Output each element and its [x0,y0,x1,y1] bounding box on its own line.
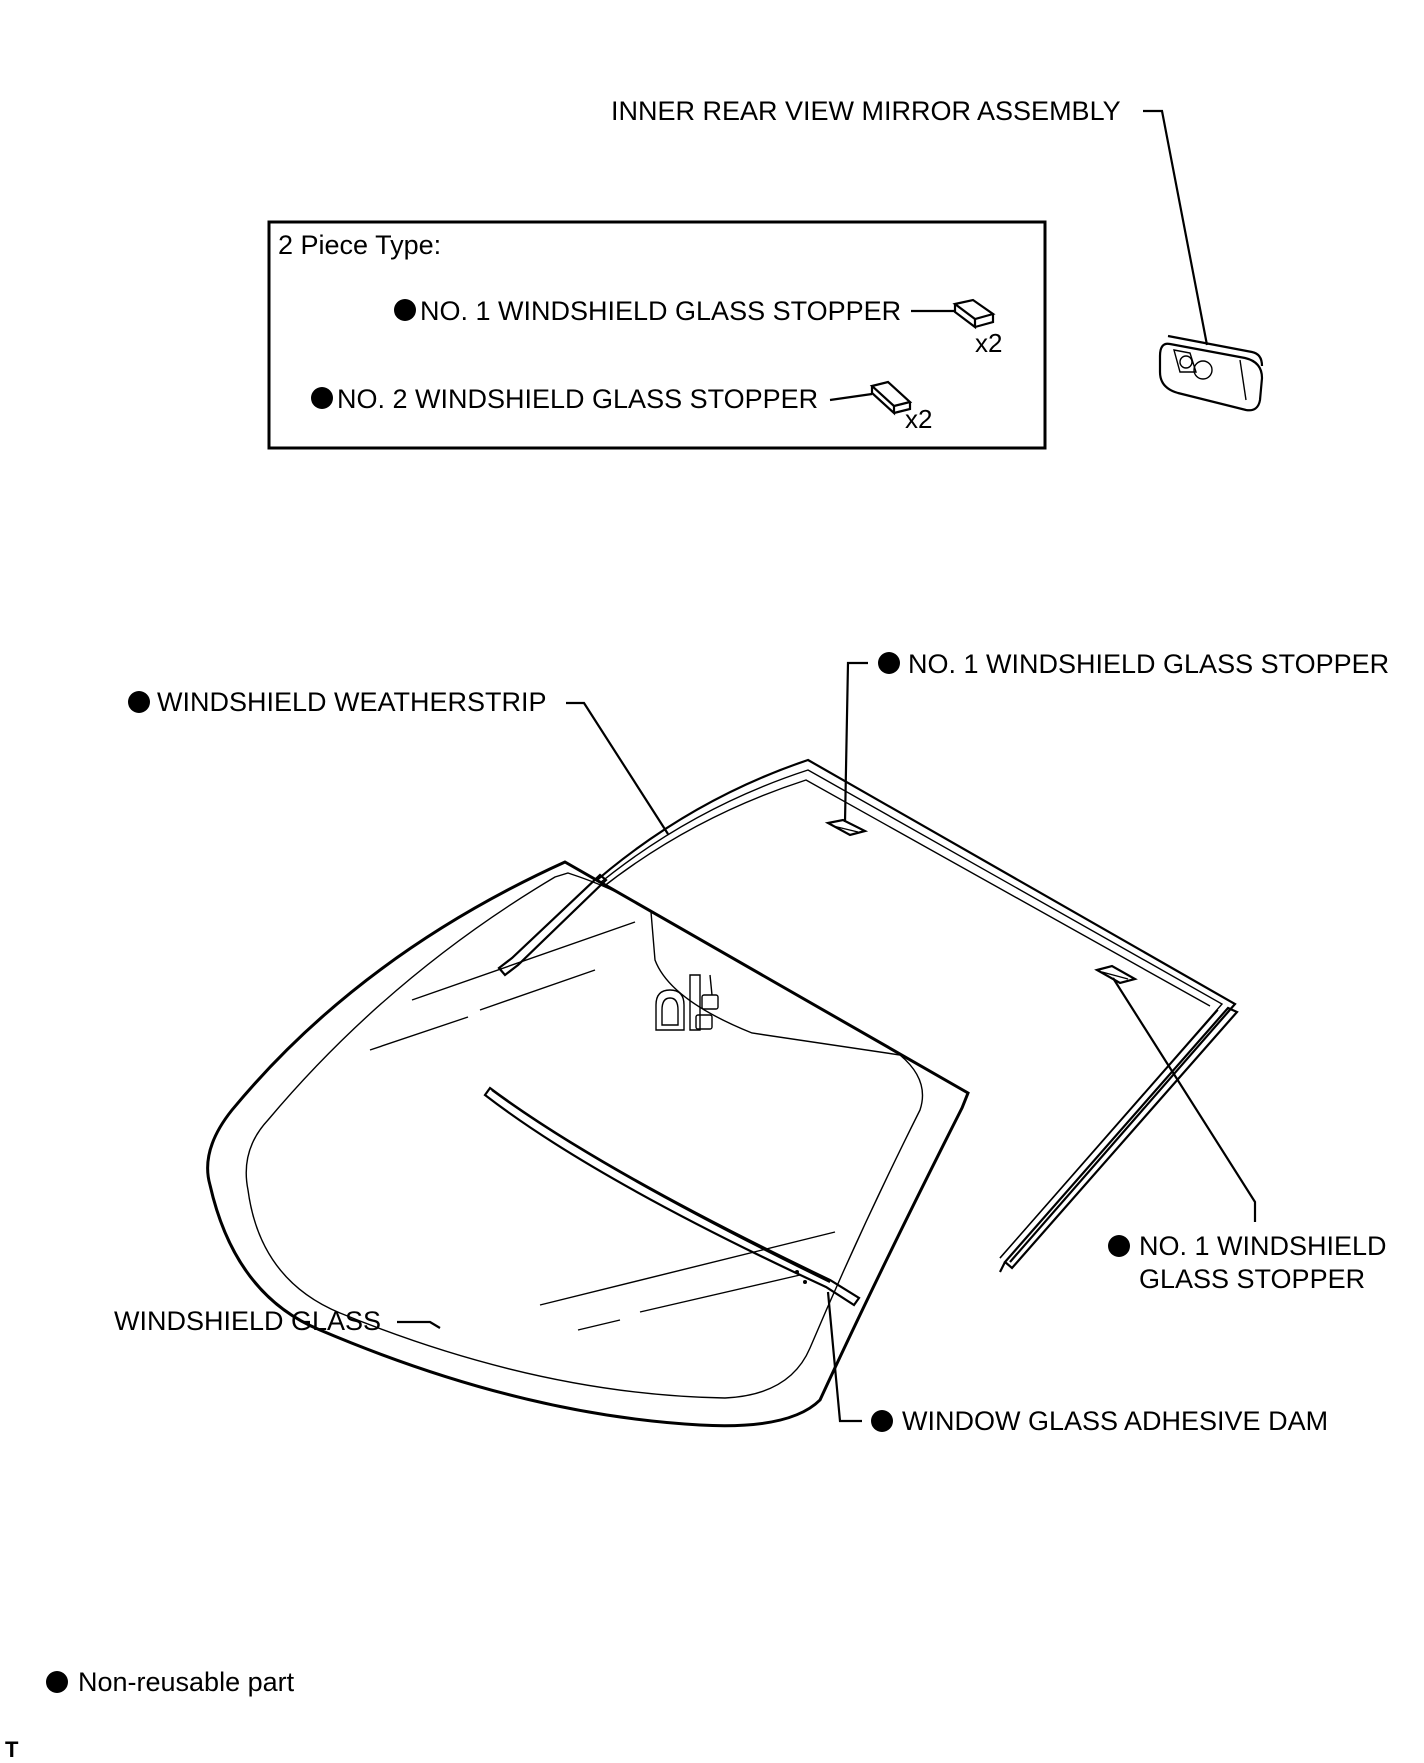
sensor-bracket [655,974,719,1031]
no1-stopper-top [824,818,869,837]
stopper-right-leader [1112,977,1257,1222]
non-reusable-dot [311,387,333,409]
glass-leader [397,1320,441,1329]
stopper-right-label-line2: GLASS STOPPER [1139,1264,1365,1294]
non-reusable-dot [878,652,900,674]
mirror-label: INNER REAR VIEW MIRROR ASSEMBLY [611,96,1121,126]
no1-stopper-part [952,298,996,330]
weatherstrip-leader [566,701,669,835]
dam-label: WINDOW GLASS ADHESIVE DAM [902,1406,1328,1436]
glass-callout: WINDSHIELD GLASS [114,1306,441,1336]
two-piece-type-inset: 2 Piece Type: NO. 1 WINDSHIELD GLASS STO… [267,220,1047,450]
weatherstrip-callout: WINDSHIELD WEATHERSTRIP [128,687,669,835]
non-reusable-dot [46,1671,68,1693]
no2-stopper-part [869,380,913,416]
stopper-top-label: NO. 1 WINDSHIELD GLASS STOPPER [908,649,1389,679]
non-reusable-dot [1108,1235,1130,1257]
non-reusable-dot [871,1410,893,1432]
dam-callout: WINDOW GLASS ADHESIVE DAM [826,1291,1328,1436]
corner-mark: T [5,1737,19,1762]
mirror-callout: INNER REAR VIEW MIRROR ASSEMBLY [611,96,1209,346]
inset-frame [267,220,1047,450]
stopper-top-callout: NO. 1 WINDSHIELD GLASS STOPPER [843,649,1389,823]
mirror-leader-line [1143,109,1209,346]
non-reusable-dot [394,299,416,321]
inset-title: 2 Piece Type: [278,230,441,260]
inset-stopper2-leader [829,392,873,402]
windshield-weatherstrip [495,758,1239,1273]
no1-stopper-right [1094,964,1138,985]
window-glass-adhesive-dam [483,1086,861,1307]
weatherstrip-label: WINDSHIELD WEATHERSTRIP [157,687,547,717]
inset-stopper1-label: NO. 1 WINDSHIELD GLASS STOPPER [420,296,901,326]
glass-label: WINDSHIELD GLASS [114,1306,381,1336]
inset-qty1: x2 [975,328,1002,358]
inner-rear-view-mirror [1158,334,1264,412]
stopper-top-leader [843,661,868,823]
stopper-right-label-line1: NO. 1 WINDSHIELD [1139,1231,1387,1261]
inset-stopper2-label: NO. 2 WINDSHIELD GLASS STOPPER [337,384,818,414]
windshield-glass [206,860,970,1428]
legend-label: Non-reusable part [78,1667,295,1697]
dam-leader [826,1291,862,1423]
legend: Non-reusable part [46,1667,295,1697]
non-reusable-dot [128,691,150,713]
stopper-right-callout: NO. 1 WINDSHIELD GLASS STOPPER [1108,977,1387,1294]
inset-qty2: x2 [905,404,932,434]
